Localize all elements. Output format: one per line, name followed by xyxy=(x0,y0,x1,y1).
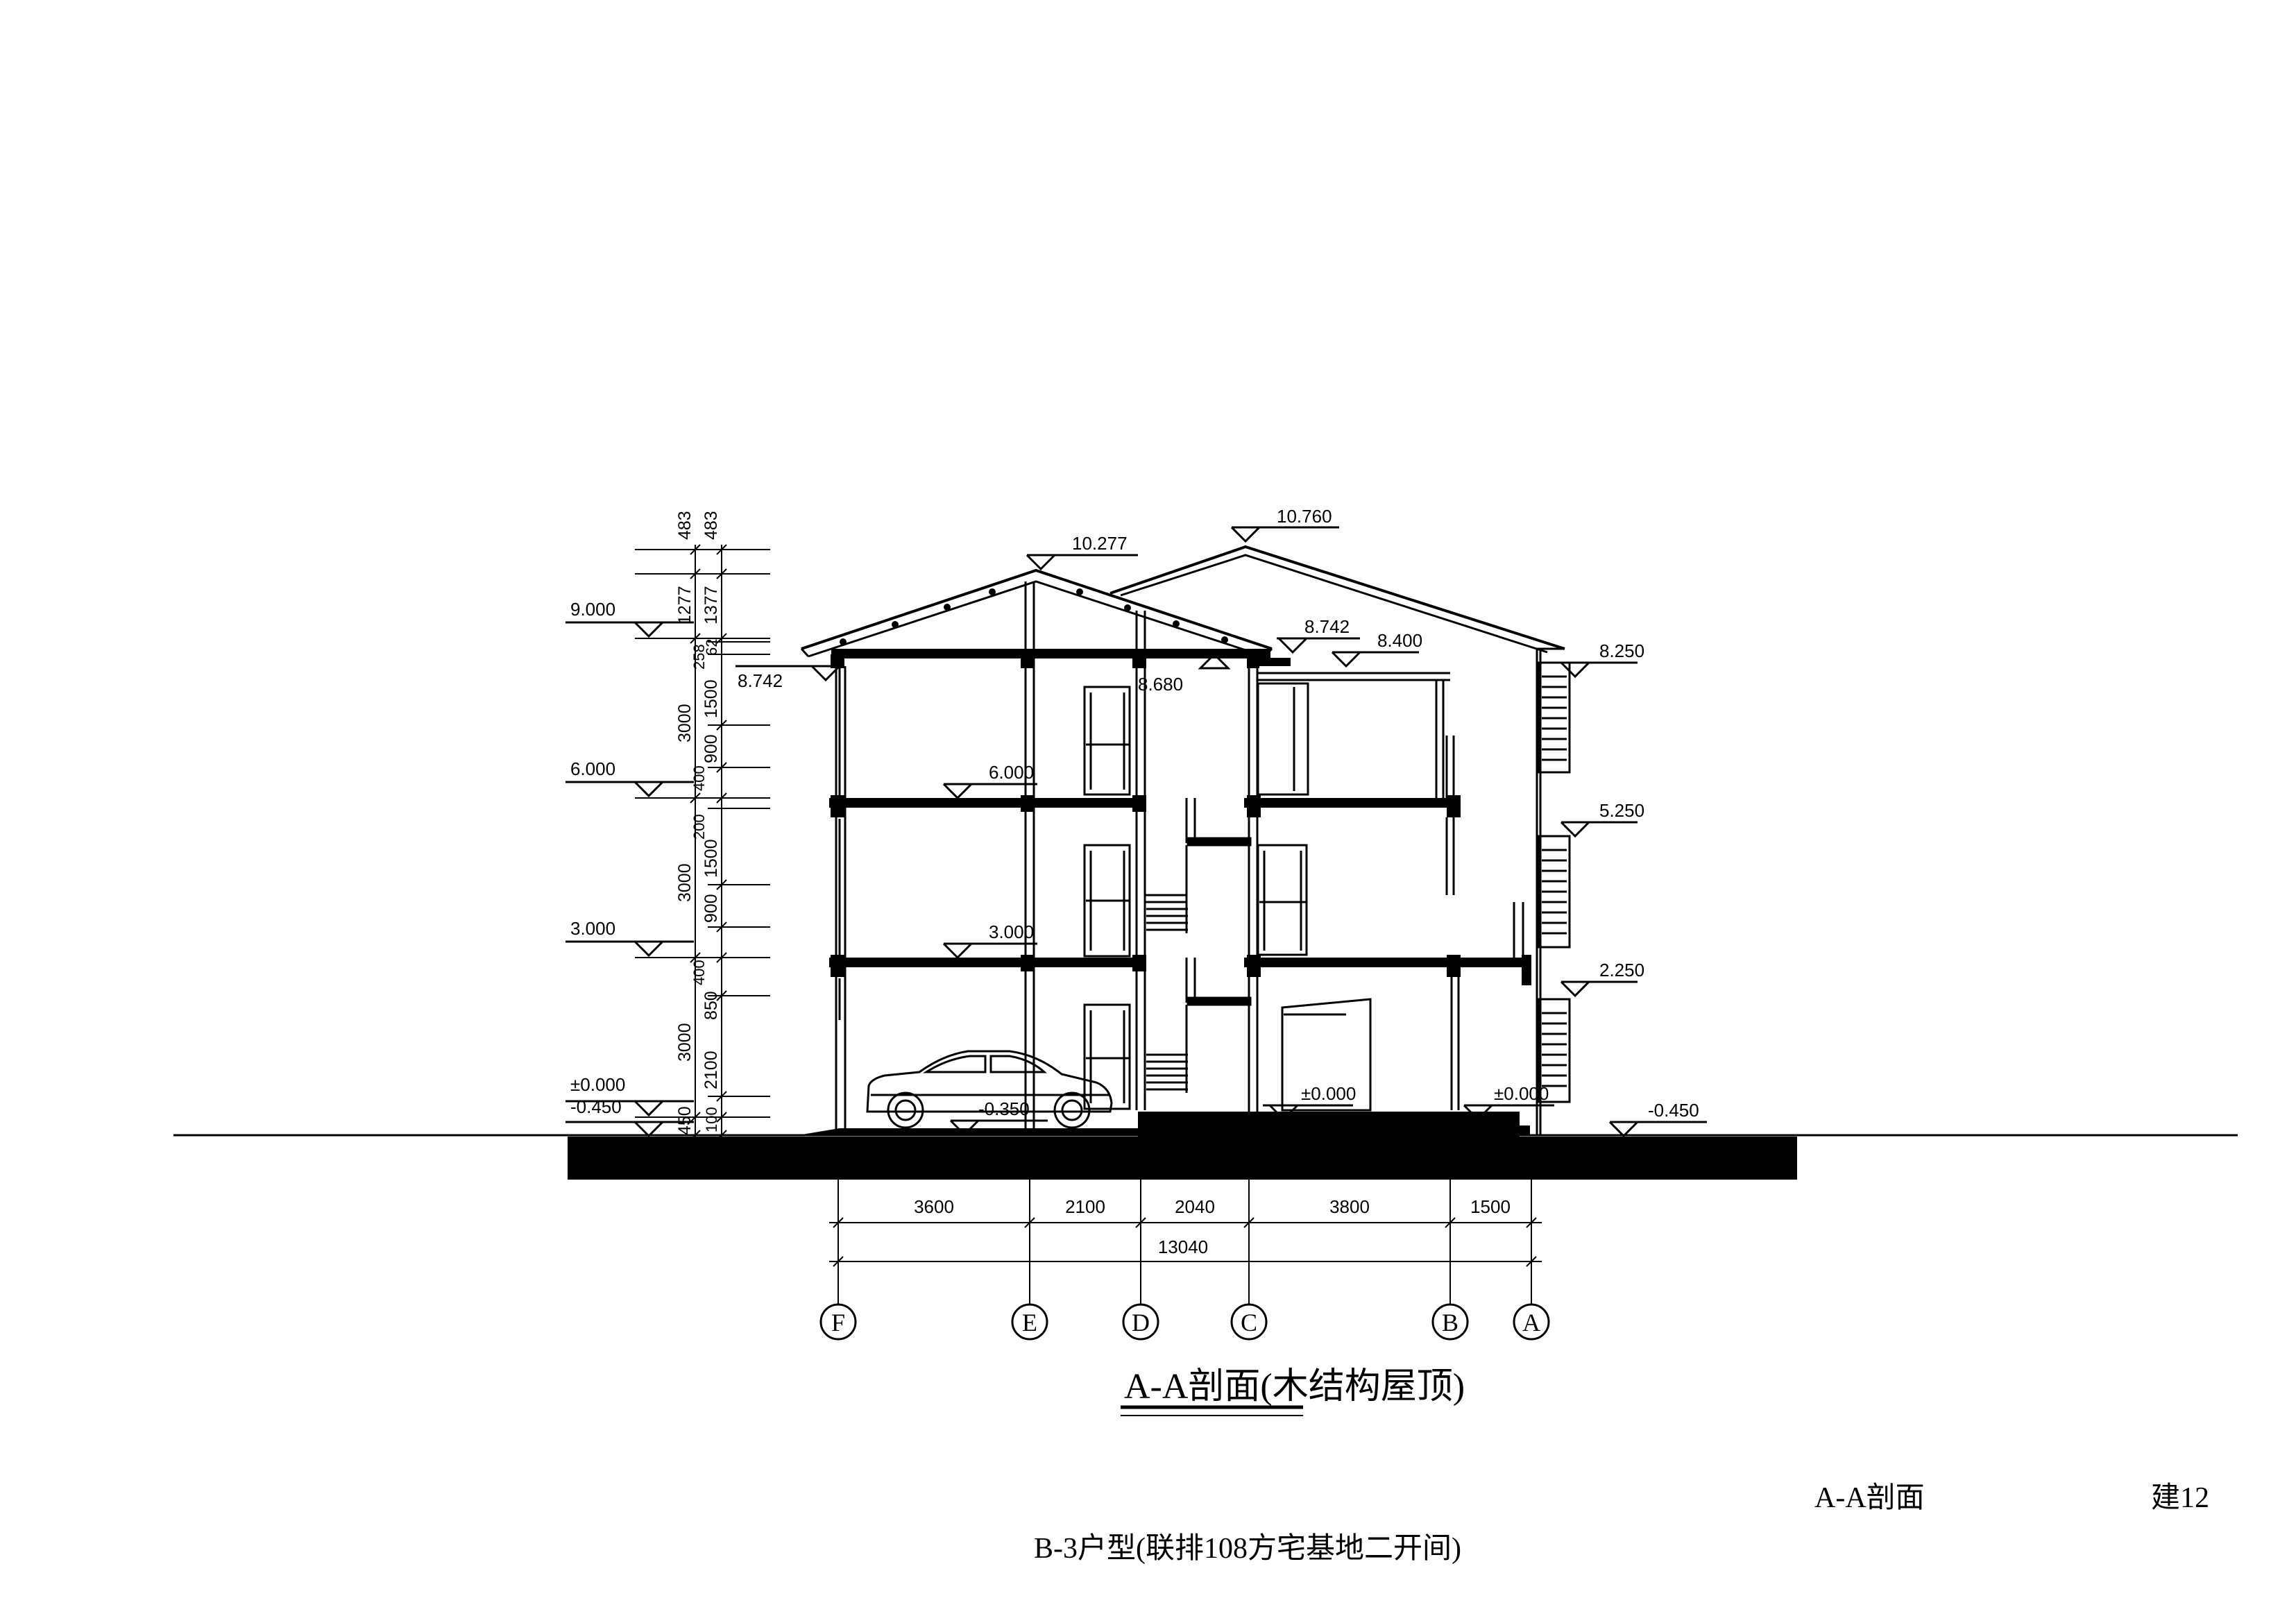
vdim-inner-7: 200 xyxy=(690,814,708,840)
hdim-1: 2100 xyxy=(1065,1196,1105,1217)
axis-bubble-f xyxy=(819,1303,857,1341)
vdim-outer-4: 3000 xyxy=(675,1023,695,1062)
vdim-inner-9: 900 xyxy=(701,894,721,923)
vdim-outer-5: 450 xyxy=(675,1106,695,1135)
axis-label-e: E xyxy=(1022,1309,1037,1336)
elev-ground-a: ±0.000 xyxy=(1494,1083,1549,1104)
vdim-inner-1: 1377 xyxy=(701,586,721,624)
vdim-inner-8: 1500 xyxy=(701,839,721,878)
floor-slabs xyxy=(829,649,1531,985)
elev-right-2: 2.250 xyxy=(1599,960,1644,980)
elev-ridge-right: 10.760 xyxy=(1277,506,1332,527)
project-title: B-3户型(联排108方宅基地二开间) xyxy=(1034,1532,1461,1565)
elev-ground-c: ±0.000 xyxy=(1301,1083,1356,1104)
elev-ridge-left: 10.277 xyxy=(1072,533,1128,554)
vdim-inner-5: 900 xyxy=(701,734,721,763)
vdim-outer-2: 3000 xyxy=(675,704,695,742)
axis-bubble-c xyxy=(1230,1303,1268,1341)
axis-label-a: A xyxy=(1522,1309,1540,1336)
axis-label-f: F xyxy=(831,1309,845,1336)
axis-label-d: D xyxy=(1132,1309,1150,1336)
hdim-2: 2040 xyxy=(1175,1196,1215,1217)
axis-bubble-b xyxy=(1431,1303,1469,1341)
vdim-inner-11: 850 xyxy=(701,991,721,1020)
axis-label-b: B xyxy=(1442,1309,1459,1336)
vdim-inner-3: 258 xyxy=(690,644,708,670)
elev-left-m450: -0.450 xyxy=(570,1096,622,1117)
stairs xyxy=(1145,798,1252,1093)
foundation-slab xyxy=(568,1137,1797,1180)
axis-bubbles: F E D C B A xyxy=(819,1303,1550,1341)
vdim-outer-1: 1277 xyxy=(675,586,695,624)
entry-steps xyxy=(1485,1112,1530,1135)
ground-floor-slab xyxy=(1138,1112,1520,1137)
elev-left-9: 9.000 xyxy=(570,599,615,620)
horizontal-dim-labels: 3600 2100 2040 3800 1500 13040 xyxy=(914,1196,1511,1257)
hdim-4: 1500 xyxy=(1470,1196,1511,1217)
elev-left-3: 3.000 xyxy=(570,918,615,939)
elev-floor3: 6.000 xyxy=(989,762,1034,783)
axis-label-c: C xyxy=(1241,1309,1257,1336)
vdim-inner-4: 1500 xyxy=(701,679,721,718)
axis-bubble-a xyxy=(1513,1303,1550,1341)
hdim-3: 3800 xyxy=(1329,1196,1370,1217)
elev-right-5: 5.250 xyxy=(1599,800,1644,821)
elev-eave-center: 8.742 xyxy=(1304,616,1350,637)
vdim-inner-13: 100 xyxy=(703,1107,720,1132)
horizontal-dim-lines xyxy=(829,1180,1542,1305)
vdim-outer-0: 483 xyxy=(675,511,695,540)
right-roof xyxy=(1109,545,1565,654)
axis-bubble-e xyxy=(1011,1303,1048,1341)
elev-eave-left: 8.742 xyxy=(738,670,783,691)
purlins xyxy=(840,588,1228,645)
elev-left-6: 6.000 xyxy=(570,758,615,779)
vdim-inner-10: 400 xyxy=(690,960,708,985)
vertical-dim-labels: 483 1277 3000 3000 3000 450 483 1377 62 … xyxy=(675,511,721,1135)
elev-balcony: 8.400 xyxy=(1377,630,1422,651)
left-roof xyxy=(800,568,1273,658)
vdim-outer-3: 3000 xyxy=(675,863,695,902)
vertical-dim-lines xyxy=(635,544,770,1141)
car-icon xyxy=(866,1050,1113,1129)
elev-outside-right: -0.450 xyxy=(1648,1100,1699,1121)
windows xyxy=(1083,682,1372,1112)
hdim-total: 13040 xyxy=(1158,1237,1208,1257)
drawing-title: A-A剖面(木结构屋顶) xyxy=(1124,1367,1465,1407)
walls xyxy=(835,581,1542,1135)
elevation-markers xyxy=(566,526,1707,1138)
vdim-inner-12: 2100 xyxy=(701,1051,721,1089)
sheet-number: 建12 xyxy=(2151,1482,2209,1514)
elev-ground-car: -0.350 xyxy=(978,1098,1030,1119)
axis-bubble-d xyxy=(1122,1303,1159,1341)
vdim-inner-0: 483 xyxy=(701,511,721,540)
sheet-name: A-A剖面 xyxy=(1814,1482,1925,1514)
hdim-0: 3600 xyxy=(914,1196,954,1217)
elev-floor2: 3.000 xyxy=(989,921,1034,942)
elevation-labels: 10.277 10.760 8.742 8.742 8.680 8.400 8.… xyxy=(570,506,1699,1121)
elev-left-0: ±0.000 xyxy=(570,1074,625,1095)
vdim-inner-2: 62 xyxy=(703,639,720,656)
vdim-inner-6: 400 xyxy=(690,765,708,791)
elev-right-8: 8.250 xyxy=(1599,640,1644,661)
elev-beam-center: 8.680 xyxy=(1138,674,1183,695)
right-shutters xyxy=(1537,661,1571,1103)
